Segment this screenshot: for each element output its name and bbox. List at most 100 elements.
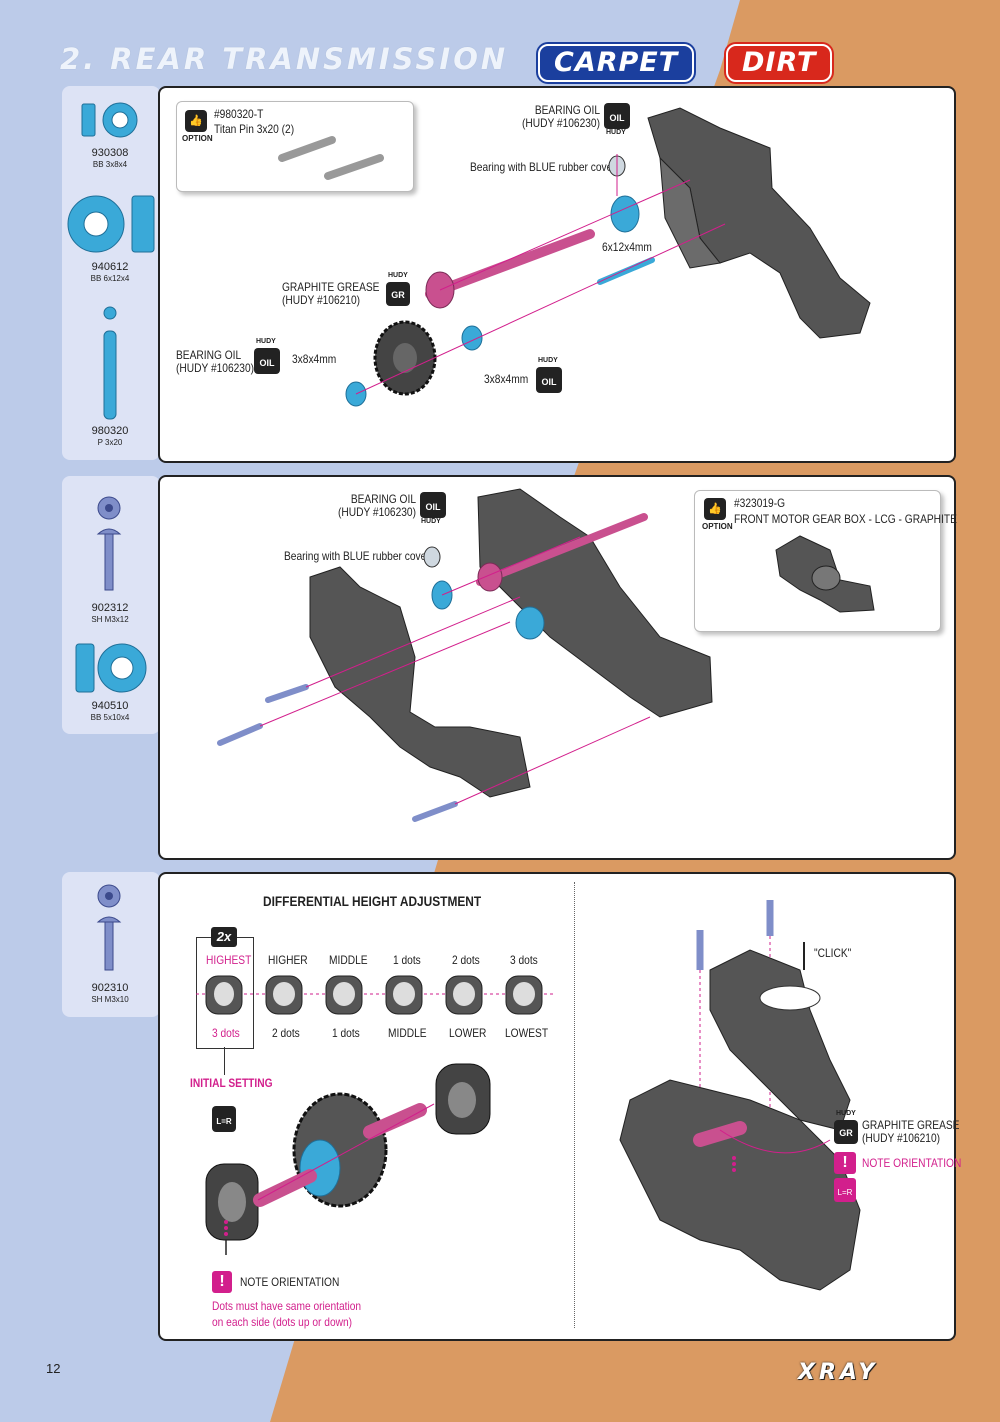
hudy-label: HUDY <box>836 1110 856 1117</box>
diff-height-heading: DIFFERENTIAL HEIGHT ADJUSTMENT <box>263 893 482 909</box>
part-code: 902312 <box>91 602 129 614</box>
hudy-label: HUDY <box>388 272 408 279</box>
bearing-6x12-label: 6x12x4mm <box>602 240 652 254</box>
oil-icon: OIL <box>420 492 446 518</box>
bearing-oil-code: (HUDY #106230) <box>337 505 416 519</box>
option-code: #323019-G <box>734 496 786 510</box>
bearing-oil-text: BEARING OIL <box>176 348 242 362</box>
label-middle-bottom: MIDDLE <box>388 1026 427 1040</box>
graphite-grease-code: (HUDY #106210) <box>282 293 361 307</box>
guide-line <box>257 1103 435 1201</box>
orientation-dot <box>732 1162 736 1166</box>
guide-line <box>355 223 726 395</box>
front-gearbox-plate <box>309 566 531 798</box>
diff-bearing-left <box>299 1139 341 1197</box>
badge-carpet: CARPET <box>538 44 695 82</box>
label-middle-top: MIDDLE <box>329 953 368 967</box>
insert-3-dots <box>505 975 543 1015</box>
oil-icon: OIL <box>254 348 280 374</box>
part-desc: SH M3x10 <box>91 995 129 1004</box>
qty-badge: 2x <box>211 927 237 947</box>
part-code: 980320 <box>91 425 129 437</box>
graphite-grease-code: (HUDY #106210) <box>862 1131 941 1145</box>
screw-m3x10-icon <box>96 884 122 971</box>
grease-icon: GR <box>834 1120 858 1144</box>
screw-part <box>265 684 309 703</box>
part-desc: BB 3x8x4 <box>92 160 128 169</box>
thumbs-up-icon: 👍 <box>704 498 726 520</box>
bearing-oil-top-label: BEARING OIL(HUDY #106230) <box>481 104 600 130</box>
label-2-dots-bottom: 2 dots <box>272 1026 300 1040</box>
screw-m3x12-icon <box>96 496 122 591</box>
part-code: 930308 <box>91 147 129 159</box>
option-desc: Titan Pin 3x20 (2) <box>214 122 295 136</box>
thumb <box>759 985 821 1011</box>
hudy-label: HUDY <box>606 129 626 136</box>
hudy-label: HUDY <box>538 357 558 364</box>
graphite-grease-label: GRAPHITE GREASE(HUDY #106210) <box>862 1119 959 1145</box>
insert-highest <box>205 975 243 1015</box>
thumbs-up-icon: 👍 <box>185 110 207 132</box>
part-desc: BB 5x10x4 <box>90 713 130 722</box>
pinion-shaft <box>425 229 595 299</box>
bearing-oil-text: BEARING OIL <box>534 103 600 117</box>
warning-icon: ! <box>834 1152 856 1174</box>
insert-middle <box>325 975 363 1015</box>
option-box-titan-pin <box>176 101 414 192</box>
oil-icon: OIL <box>536 367 562 393</box>
gearbox-housing-face <box>659 156 721 269</box>
label-highest: HIGHEST <box>206 953 252 967</box>
bearing-3x8-right-label: 3x8x4mm <box>484 372 529 386</box>
warning-icon: ! <box>212 1271 232 1293</box>
blue-covers-label: Bearing with BLUE rubber covers <box>470 160 621 174</box>
guide-line <box>454 716 651 805</box>
option-code: #980320-T <box>214 107 264 121</box>
option-desc: FRONT MOTOR GEAR BOX - LCG - GRAPHITE <box>734 512 957 526</box>
rear-gearbox-housing <box>477 488 713 718</box>
graphite-grease-text: GRAPHITE GREASE <box>862 1118 960 1132</box>
orientation-dot <box>224 1220 228 1224</box>
screw-part <box>412 801 458 822</box>
bearing-oil-code: (HUDY #106230) <box>521 116 600 130</box>
part-desc: BB 6x12x4 <box>90 274 130 283</box>
label-3-dots-bottom: 3 dots <box>212 1026 240 1040</box>
divider-dotted <box>574 882 575 1328</box>
bearing-3x8-right-part <box>461 325 483 351</box>
section-title: 2. REAR TRANSMISSION <box>60 42 509 76</box>
hudy-label: HUDY <box>421 518 441 525</box>
diff-outdrive-right <box>363 1103 427 1139</box>
orientation-dot <box>732 1168 736 1172</box>
label-1-dots-top: 1 dots <box>393 953 421 967</box>
pinion-gear <box>477 562 503 592</box>
note-orientation-right: NOTE ORIENTATION <box>862 1156 962 1170</box>
bearing-oil-label: BEARING OIL(HUDY #106230) <box>297 493 416 519</box>
hudy-label: HUDY <box>256 338 276 345</box>
guide-line <box>441 536 581 596</box>
part-desc: P 3x20 <box>97 438 123 447</box>
connector-line <box>224 1047 225 1075</box>
orientation-dot <box>224 1226 228 1230</box>
diff-outdrive-left <box>253 1169 317 1207</box>
label-1-dots-bottom: 1 dots <box>332 1026 360 1040</box>
pin-3x20-icon <box>103 306 117 420</box>
pinion-shaft <box>476 513 648 586</box>
label-2-dots-top: 2 dots <box>452 953 480 967</box>
note-orientation-label: NOTE ORIENTATION <box>240 1275 340 1289</box>
label-3-dots-top: 3 dots <box>510 953 538 967</box>
spur-gear-hub <box>393 343 417 373</box>
outdrive <box>693 1121 747 1147</box>
guide-line <box>305 596 521 688</box>
dots-note-line1: Dots must have same orientation <box>212 1299 362 1313</box>
diff-bearing-seat <box>515 606 545 640</box>
grease-icon: GR <box>386 282 410 306</box>
bearing-cover-part <box>423 546 441 568</box>
blue-covers-label: Bearing with BLUE rubber covers <box>284 549 435 563</box>
dots-note-line2: on each side (dots up or down) <box>212 1315 353 1329</box>
brand-logo: XRAY <box>798 1360 879 1385</box>
pin-part <box>597 257 655 285</box>
